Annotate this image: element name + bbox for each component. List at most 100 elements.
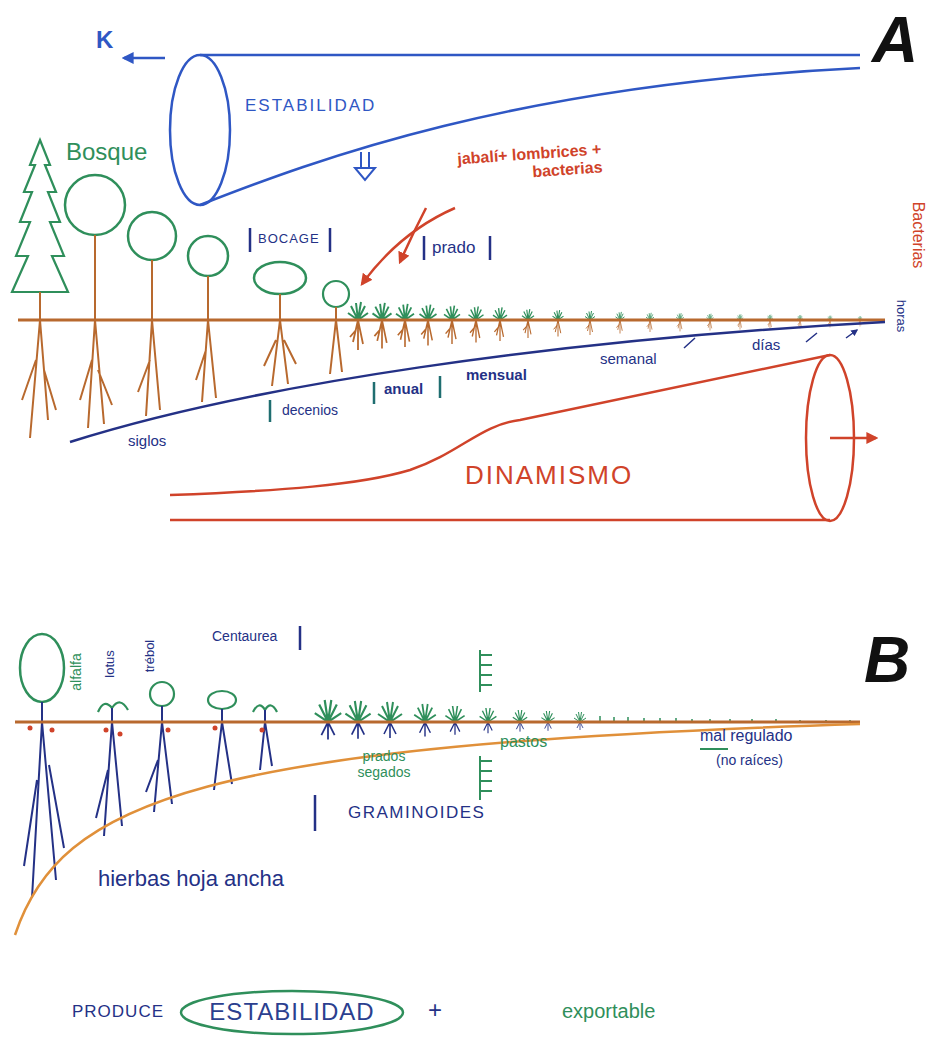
root-nodule [50,728,55,733]
plant-label: lotus [103,650,118,677]
note-label: mal regulado [700,727,793,745]
down-arrow [355,152,375,180]
tree-crown [188,236,228,276]
wedge-outline [200,68,860,205]
plant-roots [96,708,122,836]
root-depth-curve [15,724,860,935]
node-text: DINAMISMO [465,461,633,491]
root-nodule [166,728,171,733]
wedge-mouth [170,55,230,205]
plant-label: Centaurea [212,628,277,644]
node-outline [165,50,865,210]
alfalfa-plant [20,634,64,702]
comb-mark [480,650,492,692]
tree-crown [128,212,176,260]
stability-ellipse: ESTABILIDAD [179,989,405,1036]
grass-tuft [493,307,507,341]
grass-tuft [707,314,714,331]
red-arrow [400,208,426,262]
tree-roots [330,307,342,374]
tree-crown [65,175,125,235]
herb-plant [208,691,236,709]
root-nodule [104,728,109,733]
k-arrow [124,57,165,60]
root-depth-curve [70,322,885,442]
grass-tuft [414,704,436,736]
group-label: GRAMINOIDES [348,803,485,823]
plant-label: alfalfa [68,653,84,690]
stability-wedge: ESTABILIDAD [165,50,865,210]
grass-tuft [373,303,392,349]
tree-roots [80,235,112,428]
root-nodule [28,726,33,731]
ground-line [15,721,860,724]
comb-mark [480,756,492,800]
grass-tuft [469,307,484,343]
plant-roots [260,710,272,770]
underline [700,748,728,750]
grass-tuft [522,309,534,338]
note-label: (no raíces) [716,752,783,768]
separator-bar [300,626,315,831]
grass-tuft [315,700,341,740]
conclusion-text: + [428,996,442,1024]
cylinder-outline [170,519,830,522]
bush [254,262,306,294]
red-arrow [830,437,876,440]
agent-note: Bacterias [909,202,927,269]
part-letter: A [872,4,918,78]
grass-tuft [420,305,437,346]
wedge-outline [200,54,860,57]
separator-bar [250,228,490,260]
node-text: ESTABILIDAD [209,998,374,1026]
grass-tuft [348,302,368,350]
time-label: siglos [128,432,166,449]
time-label: anual [384,380,423,397]
tree-roots [138,260,160,416]
grass-tuft [585,311,595,335]
plant-label: trébol [143,640,158,673]
separator-bar [270,376,440,422]
node-text: ESTABILIDAD [245,96,376,116]
conclusion-text: PRODUCE [72,1002,164,1022]
conifer-tree [12,140,68,292]
root-nodule [213,726,218,731]
conclusion-text: exportable [562,1000,655,1023]
grass-tuft [616,312,625,334]
time-label: decenios [282,402,338,418]
group-label: hierbas hoja ancha [98,866,284,891]
grass-label: pastos [500,733,547,751]
grass-tuft [378,702,402,738]
agent-note: jabalí+ lombrices + bacterias [439,140,603,188]
grass-tuft [396,304,414,347]
grass-tuft [646,313,654,332]
grass-tuft [553,310,564,336]
time-label: mensual [466,366,527,383]
grass-tuft [767,315,773,329]
part-letter: B [864,624,910,698]
time-label: semanal [600,350,657,367]
grass-label: prados segados [352,748,416,780]
grass-tuft [737,314,743,329]
zone-label: prado [432,238,475,258]
zone-label: Bosque [66,138,147,166]
plant-roots [24,702,64,898]
grass-tuft [445,706,464,735]
time-label: días [752,336,780,353]
tree-roots [22,292,56,438]
ellipse-outline [181,991,403,1034]
zone-label: BOCAGE [258,232,320,247]
grass-tuft [345,701,370,739]
tree-roots [196,276,216,402]
tree-roots [264,294,296,386]
time-label: horas [894,300,909,333]
clover-plant [150,682,174,706]
axis-letter: K [96,26,113,54]
root-nodule [118,732,123,737]
cylinder-outline [170,355,830,495]
root-nodule [260,728,265,733]
bush [323,281,349,307]
grass-tuft [676,313,684,331]
